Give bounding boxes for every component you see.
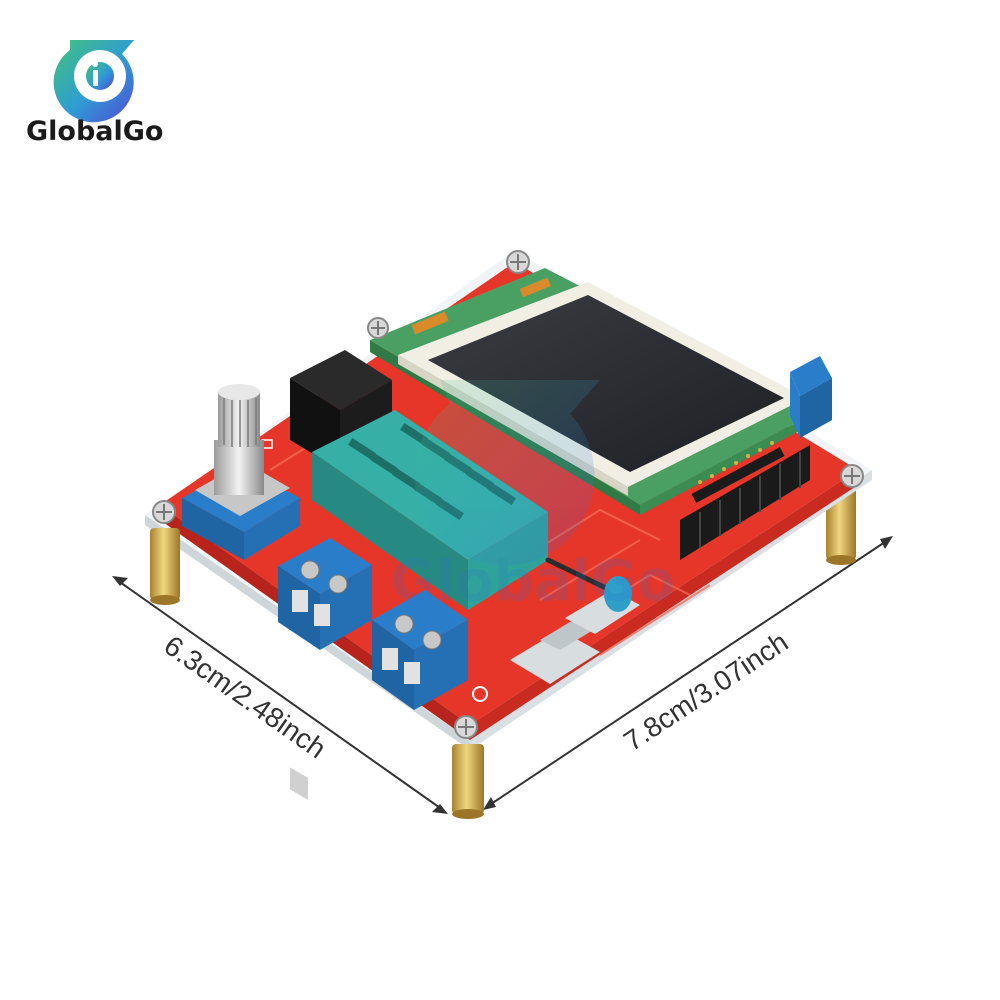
zif-lever-knob[interactable]: [604, 576, 632, 612]
standoff-left: [150, 528, 180, 605]
terminal-block-left[interactable]: [278, 538, 372, 800]
arrow-head-icon: [112, 576, 128, 586]
standoff-back: [826, 488, 856, 565]
arrow-head-icon: [432, 804, 448, 814]
board-mark: [472, 686, 488, 702]
solder-pad: [510, 630, 600, 684]
rotary-encoder[interactable]: [182, 384, 300, 560]
arrow-head-icon: [483, 797, 496, 810]
encoder-knob[interactable]: [218, 392, 260, 447]
screw-icon: [300, 560, 320, 580]
lcd-screen: [428, 295, 784, 472]
arrow-head-icon: [880, 536, 893, 549]
terminal-block-middle[interactable]: [372, 590, 468, 710]
brand-name: GlobalGo: [26, 116, 163, 147]
brand-logo: GlobalGo: [26, 40, 163, 147]
screw-icon: [328, 574, 348, 594]
length-dimension-label: 7.8cm/3.07inch: [618, 626, 793, 757]
logo-mark-icon: [53, 40, 134, 123]
watermark-text: GlobalGo: [390, 549, 675, 614]
screw-icon: [422, 630, 442, 650]
watermark: GlobalGo: [390, 380, 675, 614]
zif-lever[interactable]: [545, 557, 613, 593]
terminal-block-right: [790, 356, 832, 438]
standoff-front: [452, 744, 484, 819]
lcd-module: [370, 268, 820, 560]
corner-screws: [152, 250, 864, 739]
encoder-shaft[interactable]: [214, 440, 264, 495]
width-dimension-label: 6.3cm/2.48inch: [159, 630, 332, 765]
screw-icon: [394, 614, 414, 634]
